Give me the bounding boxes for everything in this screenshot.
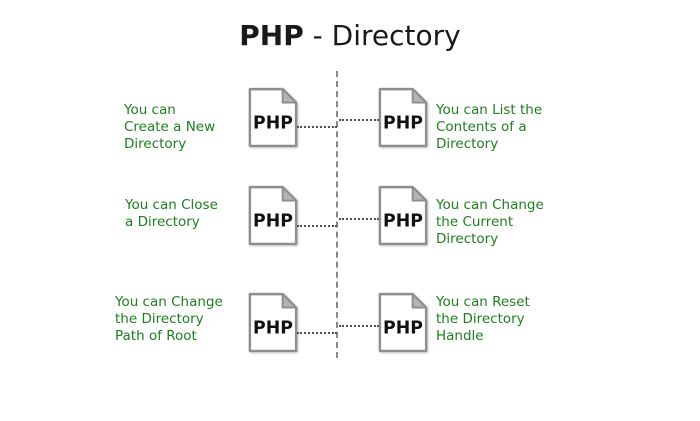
php-document-icon: PHP (378, 87, 428, 148)
label-line: You can (124, 102, 176, 118)
dotted-connector (297, 225, 337, 227)
label-change-directory-path: You can Change the Directory Path of Roo… (115, 294, 223, 345)
svg-text:PHP: PHP (253, 114, 293, 134)
dotted-connector (297, 332, 337, 334)
label-list-contents: You can List the Contents of a Directory (436, 102, 542, 153)
php-document-icon: PHP (378, 185, 428, 246)
svg-text:PHP: PHP (383, 319, 423, 339)
dotted-connector (297, 126, 337, 128)
label-line: You can Close (125, 197, 218, 213)
svg-text:PHP: PHP (383, 114, 423, 134)
label-line: the Directory (436, 311, 525, 327)
label-create-directory: You can Create a New Directory (124, 102, 215, 153)
dotted-connector (339, 218, 379, 220)
label-line: a Directory (125, 214, 200, 230)
label-line: Directory (124, 136, 187, 152)
php-document-icon: PHP (248, 185, 298, 246)
label-line: You can Change (436, 197, 544, 213)
center-dashed-spine (336, 71, 338, 358)
label-reset-directory-handle: You can Reset the Directory Handle (436, 294, 530, 345)
title-product: PHP (239, 19, 304, 52)
php-file-icon: PHP (377, 87, 429, 149)
label-close-directory: You can Close a Directory (125, 197, 218, 231)
label-line: Directory (436, 136, 499, 152)
svg-text:PHP: PHP (253, 212, 293, 232)
title-topic: - Directory (303, 19, 461, 52)
label-line: the Current (436, 214, 514, 230)
page-title: PHP - Directory (0, 19, 700, 52)
svg-text:PHP: PHP (253, 319, 293, 339)
php-file-icon: PHP (377, 292, 429, 354)
label-line: Contents of a (436, 119, 527, 135)
label-line: Create a New (124, 119, 216, 135)
php-document-icon: PHP (378, 292, 428, 353)
svg-text:PHP: PHP (383, 212, 423, 232)
label-line: Handle (436, 328, 484, 344)
dotted-connector (339, 325, 379, 327)
label-change-current-directory: You can Change the Current Directory (436, 197, 544, 248)
php-file-icon: PHP (377, 185, 429, 247)
php-file-icon: PHP (247, 87, 299, 149)
label-line: You can List the (436, 102, 543, 118)
dotted-connector (339, 119, 379, 121)
label-line: Path of Root (115, 328, 197, 344)
label-line: the Directory (115, 311, 204, 327)
label-line: You can Reset (436, 294, 530, 310)
label-line: Directory (436, 231, 499, 247)
php-file-icon: PHP (247, 185, 299, 247)
php-document-icon: PHP (248, 87, 298, 148)
php-document-icon: PHP (248, 292, 298, 353)
label-line: You can Change (115, 294, 223, 310)
php-file-icon: PHP (247, 292, 299, 354)
